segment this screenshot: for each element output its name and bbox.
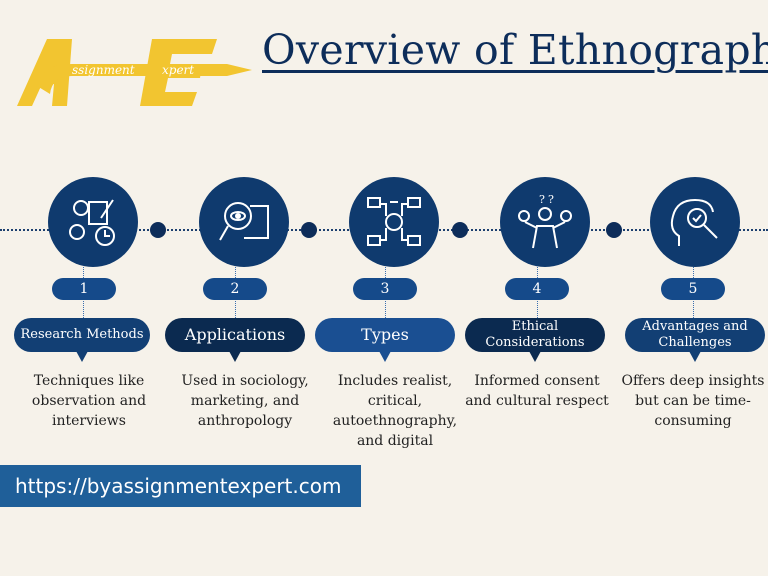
step-label-research-methods: Research Methods xyxy=(14,318,150,362)
research-tools-icon xyxy=(48,177,138,267)
svg-text:?: ? xyxy=(539,193,545,206)
step-label-advantages-challenges: Advantages and Challenges xyxy=(625,318,765,362)
step-description: Techniques like observation and intervie… xyxy=(31,373,147,429)
step-label-ethical-considerations: Ethical Considerations xyxy=(465,318,605,362)
page-title: Overview of Ethnography xyxy=(262,26,768,74)
step-number-3: 3 xyxy=(353,278,417,300)
timeline-dot xyxy=(150,222,166,238)
svg-text:xpert: xpert xyxy=(162,63,194,77)
svg-text:?: ? xyxy=(548,193,554,206)
step-description: Informed consent and cultural respect xyxy=(465,373,609,409)
step-number-2: 2 xyxy=(203,278,267,300)
timeline-dot xyxy=(606,222,622,238)
person-decision-icon: ?? xyxy=(500,177,590,267)
step-description: Used in sociology, marketing, and anthro… xyxy=(181,373,309,429)
timeline-dot xyxy=(301,222,317,238)
step-label-applications: Applications xyxy=(165,318,305,362)
website-url-banner[interactable]: https://byassignmentexpert.com xyxy=(0,465,361,507)
svg-text:ssignment: ssignment xyxy=(72,63,135,77)
step-number-4: 4 xyxy=(505,278,569,300)
network-icon xyxy=(349,177,439,267)
step-description: Offers deep insights but can be time-con… xyxy=(621,373,765,429)
magnifier-book-icon xyxy=(199,177,289,267)
step-number-5: 5 xyxy=(661,278,725,300)
step-number-1: 1 xyxy=(52,278,116,300)
step-description: Includes realist, critical, autoethnogra… xyxy=(332,373,458,449)
step-label-types: Types xyxy=(315,318,455,362)
logo: ssignment xpert xyxy=(12,34,257,109)
head-magnifier-icon xyxy=(650,177,740,267)
timeline-dot xyxy=(452,222,468,238)
